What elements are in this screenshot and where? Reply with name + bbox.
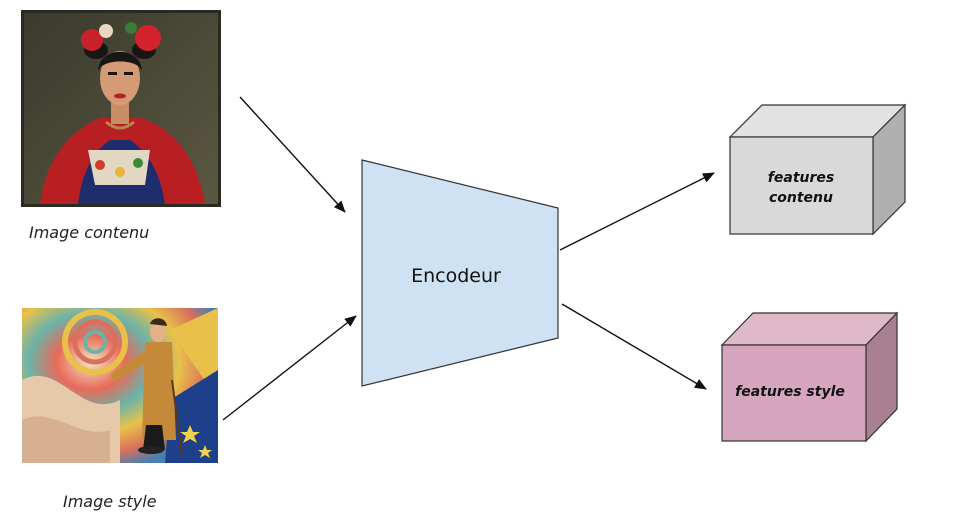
style-image-caption: Image style (63, 492, 157, 511)
style-features-cube: features style (720, 311, 899, 443)
content-features-label-line1: features (768, 170, 834, 186)
content-image-caption: Image contenu (29, 223, 150, 242)
style-image (22, 308, 218, 463)
arrow-style-to-encoder (222, 315, 357, 421)
content-features-cube: features contenu (728, 103, 907, 236)
arrow-encoder-to-content-features (559, 172, 715, 251)
arrow-content-to-encoder (239, 96, 346, 213)
encoder-label: Encodeur (411, 265, 501, 287)
content-image (21, 10, 221, 207)
arrow-encoder-to-style-features (561, 303, 707, 390)
style-features-label: features style (735, 384, 845, 400)
content-features-label-line2: contenu (769, 190, 833, 206)
encoder-shape (361, 159, 559, 387)
encoder-block: Encodeur (361, 159, 559, 387)
